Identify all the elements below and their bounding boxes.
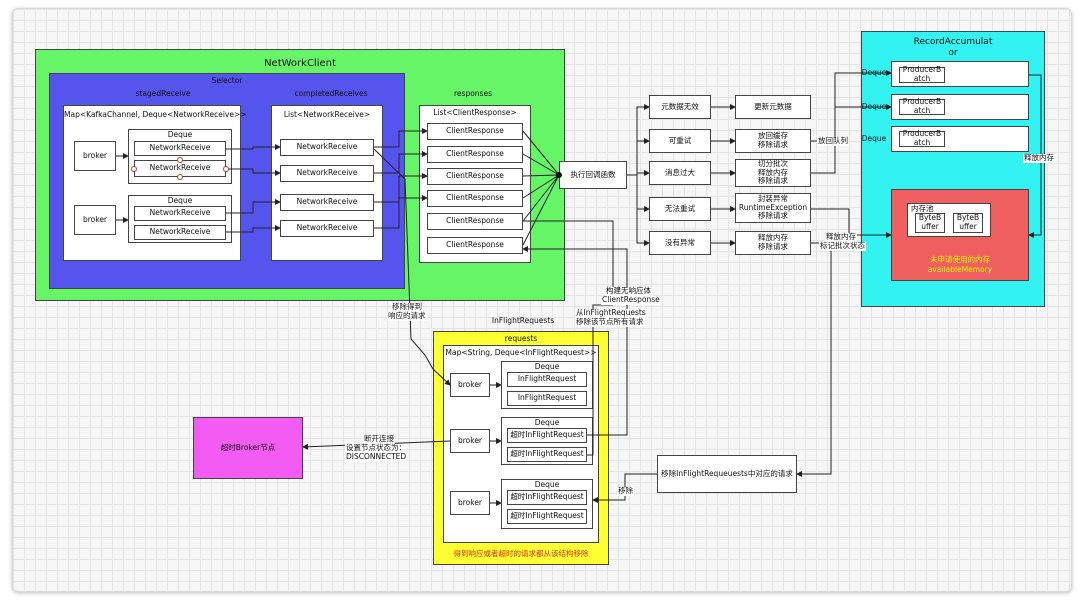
staged-network-receive-3: NetworkReceive xyxy=(134,206,226,221)
client-response-5: ClientResponse xyxy=(427,213,523,230)
completed-network-receive-1: NetworkReceive xyxy=(280,139,374,156)
selector-title: Selector xyxy=(211,76,243,85)
inflight-deque-2-label: Deque xyxy=(534,418,560,427)
label-disconnect-3: DISCONNECTED xyxy=(345,452,408,462)
responses-list-label: List<ClientResponse> xyxy=(433,108,517,117)
byte-buffer-2-line-2: uffer xyxy=(959,222,977,231)
label-remove-node-requests-1: 从InFlightRequests xyxy=(575,308,647,318)
label-release-memory-right: 释放内存 xyxy=(1023,153,1055,163)
inflight-request-2: InFlightRequest xyxy=(507,391,587,406)
label-build-no-response-2: ClientResponse xyxy=(601,295,661,305)
completed-network-receive-3: NetworkReceive xyxy=(280,194,374,211)
label-remove-node-requests-2: 移除该节点所有请求 xyxy=(575,317,645,327)
producer-batch-2-line-2: atch xyxy=(913,106,931,115)
staged-receive-title: stagedReceive xyxy=(135,89,191,98)
inflight-broker-2: broker xyxy=(450,429,490,453)
condition-message-too-large: 消息过大 xyxy=(649,161,711,185)
connector-lines xyxy=(116,70,1042,506)
completed-receives-title: completedReceives xyxy=(294,89,368,98)
action-release-memory-line-1: 释放内存 xyxy=(758,233,788,243)
client-response-4: ClientResponse xyxy=(427,190,523,207)
responses-title: responses xyxy=(454,89,492,98)
timeout-broker-node: 超时Broker节点 xyxy=(193,417,303,479)
inflight-title: requests xyxy=(504,334,538,343)
label-remove: 移除 xyxy=(617,486,634,496)
label-remove-matched-2: 响应的请求 xyxy=(387,311,427,321)
byte-buffer-1-line-1: ByteB xyxy=(918,213,942,223)
producer-batch-1-line-1: ProducerB xyxy=(902,65,942,75)
client-response-6: ClientResponse xyxy=(427,237,523,254)
inflight-outer-title: InFlightRequests xyxy=(491,316,555,325)
network-client-title: NetWorkClient xyxy=(264,58,336,69)
producer-batch-3-line-1: ProducerB xyxy=(902,129,942,139)
diagram-canvas: NetWorkClient Selector stagedReceive com… xyxy=(12,8,1072,592)
timeout-inflight-request-4: 超时InFlightRequest xyxy=(507,509,587,524)
byte-buffer-1: ByteB uffer xyxy=(915,213,945,233)
staged-network-receive-4: NetworkReceive xyxy=(134,225,226,240)
staged-receive-map-label: Map<KafkaChannel, Deque<NetworkReceive>> xyxy=(64,110,247,119)
action-split-batch-line-2: 释放内存 xyxy=(758,167,788,177)
action-requeue-line-1: 放回缓存 xyxy=(758,131,788,141)
label-build-no-response-1: 构建无响应体 xyxy=(605,286,652,296)
staged-deque-1-label: Deque xyxy=(167,130,193,139)
byte-buffer-2-line-1: ByteB xyxy=(956,213,980,223)
condition-not-retriable: 无法重试 xyxy=(649,197,711,221)
inflight-broker-1: broker xyxy=(450,373,490,397)
action-split-batch-line-1: 切分批次 xyxy=(758,159,788,169)
producer-batch-3: ProducerB atch xyxy=(899,129,945,147)
callback-node: 执行回调函数 xyxy=(559,161,627,189)
action-wrap-exception-line-1: 封装异常 xyxy=(758,194,788,204)
unused-memory-label-1: 未申请使用的内存 xyxy=(930,255,990,264)
action-release-memory-line-2: 移除请求 xyxy=(758,242,788,251)
label-disconnect-1: 断开连接 xyxy=(363,434,395,444)
action-wrap-exception-line-2: RuntimeException xyxy=(738,202,808,212)
producer-batch-3-line-2: atch xyxy=(913,138,931,147)
record-accumulator-title-line-2: or xyxy=(948,48,958,58)
action-split-batch-line-3: 移除请求 xyxy=(758,176,788,186)
action-requeue-line-2: 移除请求 xyxy=(758,140,788,149)
timeout-inflight-request-2: 超时InFlightRequest xyxy=(507,447,587,462)
memory-pool-title: 内存池 xyxy=(911,204,934,213)
accumulator-deque-label-3: Deque xyxy=(861,134,887,143)
producer-batch-1: ProducerB atch xyxy=(899,65,945,83)
action-requeue: 放回缓存 移除请求 xyxy=(735,129,811,153)
inflight-deque-1-label: Deque xyxy=(534,362,560,371)
condition-invalid-metadata: 元数据无效 xyxy=(649,95,711,119)
action-update-metadata-line-1: 更新元数据 xyxy=(754,101,792,111)
label-disconnect-2: 设置节点状态为： xyxy=(345,443,407,453)
byte-buffer-1-line-2: uffer xyxy=(921,222,939,231)
label-release-mark-1: 释放内存 xyxy=(825,232,857,242)
client-response-2: ClientResponse xyxy=(427,146,523,163)
staged-broker-2: broker xyxy=(74,205,116,235)
inflight-deque-3-label: Deque xyxy=(534,480,560,489)
staged-network-receive-1: NetworkReceive xyxy=(134,141,226,156)
label-remove-matched-1: 移除得到 xyxy=(391,302,423,312)
unused-memory-label-2: availableMemory xyxy=(927,265,993,274)
byte-buffer-2: ByteB uffer xyxy=(953,213,983,233)
timeout-inflight-request-1: 超时InFlightRequest xyxy=(507,428,587,443)
producer-batch-1-line-2: atch xyxy=(913,74,931,83)
staged-broker-1: broker xyxy=(74,141,116,171)
completed-receives-list-label: List<NetworkReceive> xyxy=(283,110,371,119)
producer-batch-2: ProducerB atch xyxy=(899,97,945,115)
inflight-request-1: InFlightRequest xyxy=(507,372,587,387)
inflight-footer: 得到响应或者超时的请求都从该结构移除 xyxy=(453,549,589,558)
record-accumulator-title-line-1: RecordAccumulat xyxy=(913,37,993,47)
label-requeue: 放回队列 xyxy=(817,136,849,146)
producer-batch-2-line-1: ProducerB xyxy=(902,97,942,107)
inflight-map-label: Map<String, Deque<InFlightRequest>> xyxy=(445,348,597,357)
action-wrap-exception-line-3: 移除请求 xyxy=(758,211,788,221)
action-wrap-exception: 封装异常 RuntimeException 移除请求 xyxy=(735,193,811,223)
staged-deque-2-label: Deque xyxy=(167,196,193,205)
label-release-mark-2: 标记批次状态 xyxy=(819,241,866,251)
timeout-inflight-request-3: 超时InFlightRequest xyxy=(507,490,587,505)
inflight-broker-3: broker xyxy=(450,491,490,515)
action-update-metadata: 更新元数据 xyxy=(735,95,811,119)
condition-no-exception: 没有异常 xyxy=(649,231,711,255)
